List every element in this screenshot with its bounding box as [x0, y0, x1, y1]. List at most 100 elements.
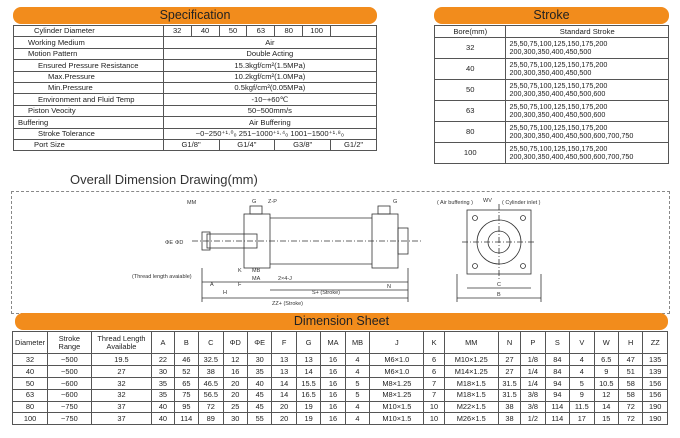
dim-cell: 45	[246, 388, 273, 402]
dim-header: Thread Length Available	[90, 331, 153, 354]
stroke-values: 25,50,75,100,125,150,175,200 200,300,350…	[505, 142, 669, 164]
dim-cell: ~600	[47, 376, 92, 390]
dim-cell: 84	[544, 364, 571, 378]
stroke-values: 25,50,75,100,125,150,175,200 200,300,350…	[505, 100, 669, 122]
dim-cell: 5	[569, 376, 595, 390]
dim-cell: 55	[246, 412, 273, 426]
dim-cell: 16	[320, 353, 346, 366]
drawing-title: Overall Dimension Drawing(mm)	[70, 172, 258, 187]
dim-cell: 10.5	[593, 376, 619, 390]
dim-cell: 35	[151, 376, 175, 390]
dim-cell: 56.5	[198, 388, 224, 402]
dim-cell: 114	[544, 400, 571, 414]
label-n: N	[387, 284, 391, 290]
dim-header: W	[593, 331, 619, 354]
dim-cell: 94	[544, 376, 571, 390]
dim-cell: 32	[90, 388, 153, 402]
dim-cell: 19	[295, 412, 322, 426]
dim-cell: 22	[151, 353, 175, 366]
dim-cell: 5	[344, 388, 371, 402]
dim-cell: 10	[423, 412, 445, 426]
dim-cell: 114	[173, 412, 200, 426]
dim-cell: 52	[173, 364, 200, 378]
label-ma: MA	[252, 276, 261, 282]
label-mm: MM	[187, 200, 197, 206]
label-k: K	[238, 268, 242, 274]
dim-cell: ~500	[47, 364, 92, 378]
spec-row-label: Max.Pressure	[13, 70, 164, 83]
dim-cell: 11.5	[569, 400, 595, 414]
dim-cell: 16	[320, 412, 346, 426]
dim-cell: M8×1.25	[369, 388, 425, 402]
label-phi-e: ΦE	[165, 240, 173, 246]
label-thread: (Thread length avaiable)	[132, 274, 192, 280]
spec-port: G1/2"	[330, 138, 377, 152]
label-zz-stroke: ZZ+ (Stroke)	[272, 301, 303, 307]
spec-row-label: Ensured Pressure Resistance	[13, 59, 164, 72]
dim-cell: 38	[497, 400, 522, 414]
dim-cell: 80	[11, 400, 49, 414]
spec-diameter: 40	[190, 24, 220, 38]
dim-cell: 1/2	[520, 412, 546, 426]
dim-cell: 16.5	[295, 388, 322, 402]
spec-row-value: 0.5kgf/cm²(0.05MPa)	[162, 81, 378, 95]
dim-header: ΦE	[246, 331, 273, 354]
dim-cell: 1/8	[520, 353, 546, 366]
dim-cell: 38	[198, 364, 224, 378]
dim-cell: 75	[173, 388, 200, 402]
dim-header: A	[151, 331, 175, 354]
label-f: F	[238, 282, 242, 288]
stroke-values: 25,50,75,100,125,150,175,200 200,300,350…	[505, 79, 669, 101]
label-j: 2×4-J	[278, 276, 292, 282]
label-c: C	[497, 282, 501, 288]
dim-cell: 114	[544, 412, 571, 426]
dim-cell: 95	[173, 400, 200, 414]
dim-cell: 30	[246, 353, 273, 366]
dim-cell: 45	[246, 400, 273, 414]
spec-port: G1/4"	[218, 138, 276, 152]
dim-header: ZZ	[642, 331, 668, 354]
dim-cell: 72	[617, 412, 644, 426]
label-b: B	[497, 292, 501, 298]
dim-cell: M22×1.5	[443, 400, 499, 414]
dim-cell: 9	[569, 388, 595, 402]
dim-header: MA	[320, 331, 346, 354]
dim-header: H	[617, 331, 644, 354]
dim-cell: 32	[90, 376, 153, 390]
stroke-values: 25,50,75,100,125,150,175,200 200,300,350…	[505, 37, 669, 59]
dim-cell: 14	[593, 400, 619, 414]
dim-cell: 84	[544, 353, 571, 366]
spec-row-value: Air	[162, 36, 378, 49]
dim-cell: 58	[617, 388, 644, 402]
dim-cell: 4	[344, 353, 371, 366]
dim-header: MB	[344, 331, 371, 354]
label-s-stroke: S+ (Stroke)	[312, 290, 340, 296]
dim-cell: 20	[271, 412, 297, 426]
dim-cell: 17	[569, 412, 595, 426]
spec-row-label: Piston Veocity	[13, 104, 164, 118]
dim-cell: 72	[617, 400, 644, 414]
stroke-bore: 100	[433, 142, 507, 164]
spec-row-value: 50~500mm/s	[162, 104, 378, 118]
dim-cell: M26×1.5	[443, 412, 499, 426]
dim-cell: ~750	[47, 412, 92, 426]
dim-cell: 16	[320, 364, 346, 378]
stroke-col-standard: Standard Stroke	[505, 25, 669, 38]
spec-port-label: Port Size	[13, 138, 164, 152]
dim-header: C	[198, 331, 224, 354]
dim-cell: 16	[320, 376, 346, 390]
dim-cell: M6×1.0	[369, 364, 425, 378]
spec-row-value: ~0~250⁺¹·⁰₀ 251~1000⁺¹·⁴₀ 1001~1500⁺¹·⁸₀	[162, 127, 378, 140]
dim-cell: M18×1.5	[443, 388, 499, 402]
